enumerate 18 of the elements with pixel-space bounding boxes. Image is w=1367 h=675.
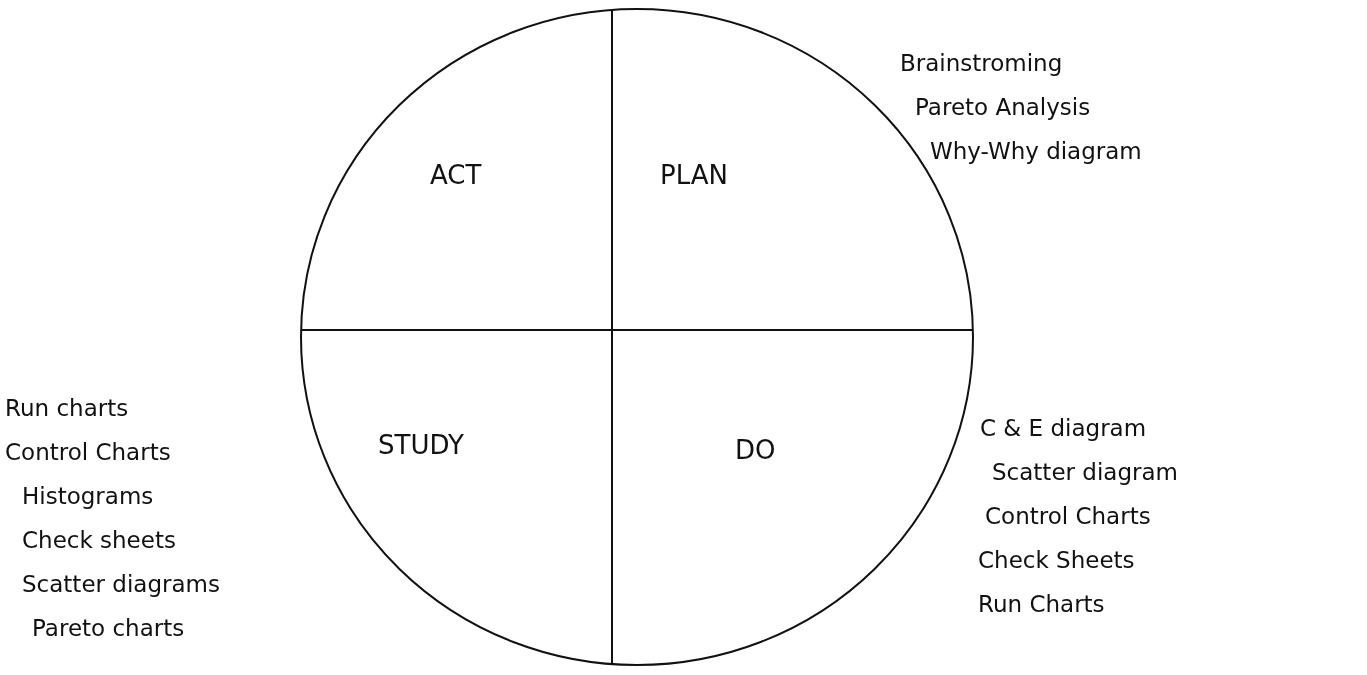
tool-list-item: Control Charts	[5, 439, 171, 465]
quadrant-label: PLAN	[660, 160, 728, 190]
tool-list-item: Run Charts	[978, 591, 1105, 617]
tool-list-item: Run charts	[5, 395, 129, 421]
tool-list-item: Histograms	[22, 483, 154, 509]
tool-list-item: C & E diagram	[980, 415, 1147, 441]
quadrant-label: ACT	[430, 160, 482, 190]
tool-list-item: Control Charts	[985, 503, 1151, 529]
tool-list-item: Scatter diagrams	[22, 571, 220, 597]
quadrant-label: STUDY	[378, 430, 464, 460]
tool-list-item: Pareto Analysis	[915, 94, 1091, 120]
tool-list-item: Check Sheets	[978, 547, 1135, 573]
tool-list-item: Brainstroming	[900, 50, 1063, 76]
tool-list-item: Check sheets	[22, 527, 176, 553]
tool-list-item: Scatter diagram	[992, 459, 1178, 485]
tool-list-item: Pareto charts	[32, 615, 185, 641]
tool-list-item: Why-Why diagram	[930, 138, 1142, 164]
quadrant-label: DO	[735, 435, 776, 465]
